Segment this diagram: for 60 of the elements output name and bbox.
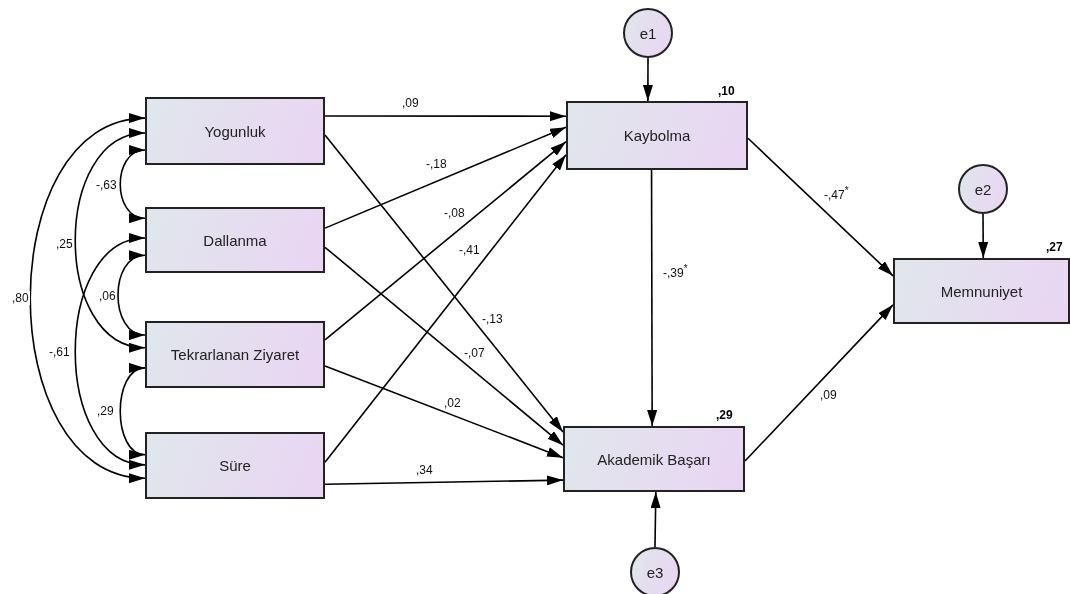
correlation-arrow xyxy=(119,147,146,221)
arrow xyxy=(324,126,567,229)
variable-box xyxy=(145,432,325,499)
coefficient-label: ,09 xyxy=(401,96,420,110)
coefficient-label: -,18 xyxy=(425,157,448,171)
arrow xyxy=(324,134,564,433)
variable-name: Memnuniyet xyxy=(940,282,1023,300)
correlation-arrow xyxy=(74,236,146,467)
variable-box xyxy=(145,321,325,388)
coefficient-label: ,09 xyxy=(819,388,838,402)
coefficient-label: -,07 xyxy=(463,346,486,360)
coefficient-label: ,80 xyxy=(11,291,30,305)
coefficient-label: -,13 xyxy=(481,312,504,326)
arrow xyxy=(324,246,564,446)
coefficient-label: ,34 xyxy=(415,463,434,477)
coefficient-label: -,47$^{*}$ xyxy=(823,188,850,202)
arrow xyxy=(642,57,653,102)
coefficient-label: ,29 xyxy=(96,404,115,418)
coefficient-label: -,08 xyxy=(443,206,466,220)
arrow xyxy=(324,140,567,341)
error-circle xyxy=(630,547,680,594)
variable-box xyxy=(145,97,325,165)
correlation-arrow xyxy=(29,116,146,480)
arrow xyxy=(650,491,661,548)
arrow xyxy=(324,475,564,486)
variable-box xyxy=(566,101,748,170)
variable-box xyxy=(145,207,325,273)
arrow xyxy=(324,365,564,459)
coefficient-label: ,02 xyxy=(443,396,462,410)
error-circle xyxy=(958,164,1008,214)
arrow xyxy=(324,154,567,463)
arrow xyxy=(747,137,894,277)
variable-name: Dallanma xyxy=(203,231,267,249)
r-squared-value: ,10 xyxy=(718,84,735,98)
arrow xyxy=(324,111,567,122)
correlation-arrow xyxy=(119,366,146,457)
variable-name: Akademik Başarı xyxy=(597,450,711,468)
arrow xyxy=(647,169,658,427)
variable-name: Yogunluk xyxy=(204,122,266,140)
variable-name: e1 xyxy=(639,24,657,42)
correlation-arrow xyxy=(74,131,146,350)
r-squared-value: ,27 xyxy=(1046,240,1063,254)
coefficient-label: -,39$^{*}$ xyxy=(662,266,689,280)
arrow xyxy=(978,213,989,259)
coefficient-label: ,25 xyxy=(55,237,74,251)
coefficient-label: -,61 xyxy=(48,345,71,359)
arrow xyxy=(744,304,894,462)
variable-name: e3 xyxy=(646,563,664,581)
variable-box xyxy=(563,426,745,492)
error-circle xyxy=(623,8,673,58)
variable-name: Süre xyxy=(219,457,251,474)
variable-name: Kaybolma xyxy=(623,127,691,144)
correlation-arrow xyxy=(117,253,146,337)
coefficient-label: -,63 xyxy=(95,178,118,192)
coefficient-label: ,06 xyxy=(98,289,117,303)
variable-name: Tekrarlanan Ziyaret xyxy=(170,346,300,363)
variable-name: e2 xyxy=(974,180,992,198)
variable-box xyxy=(893,258,1070,324)
coefficient-label: -,41 xyxy=(458,243,481,257)
r-squared-value: ,29 xyxy=(716,408,733,422)
